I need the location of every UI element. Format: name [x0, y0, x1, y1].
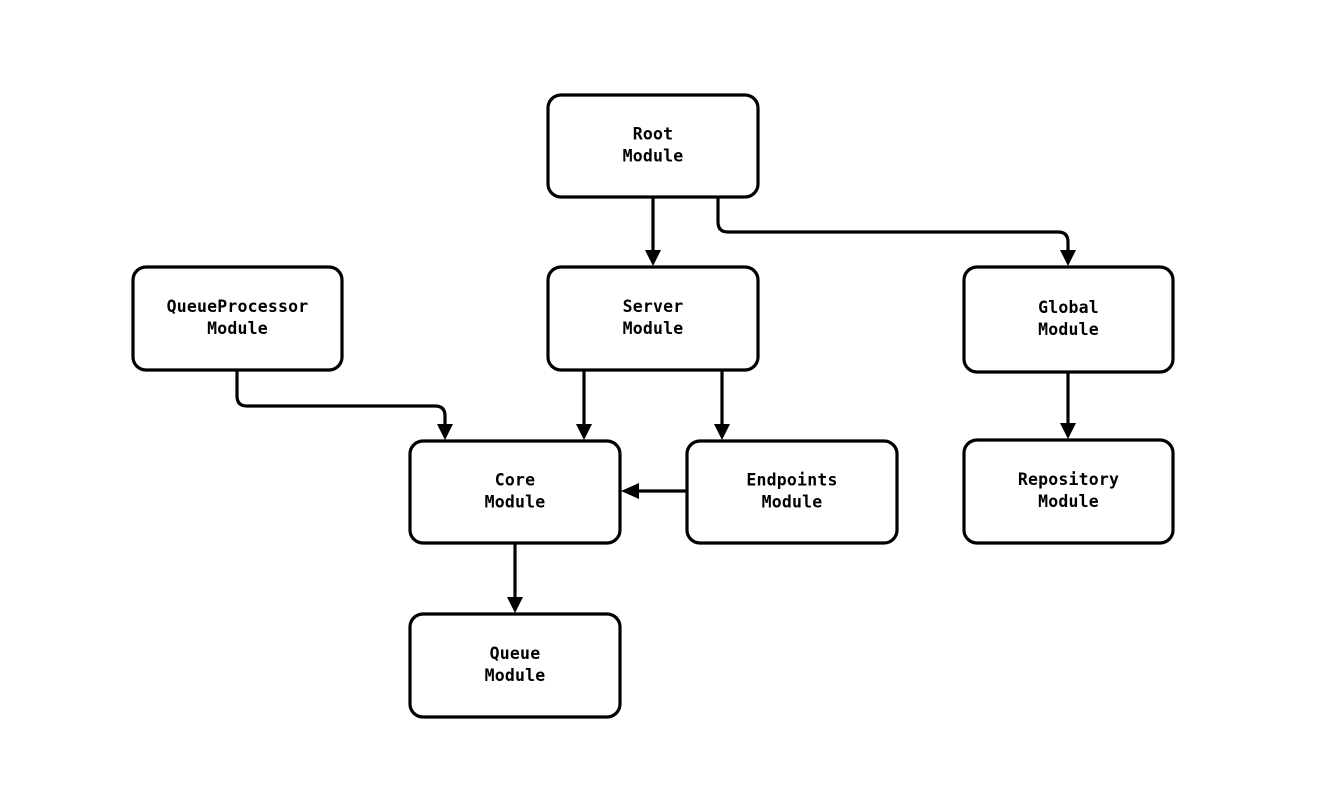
- node-label-repository-line2: Module: [1038, 492, 1099, 511]
- node-label-endpoints-line2: Module: [762, 493, 823, 512]
- node-label-global-line2: Module: [1038, 320, 1099, 339]
- edge-endpoints-to-core: [621, 483, 687, 499]
- node-label-queue-line2: Module: [485, 666, 546, 685]
- arrowhead-icon: [576, 424, 592, 440]
- arrowhead-icon: [621, 483, 639, 499]
- node-label-server-line2: Module: [623, 319, 684, 338]
- node-box-queueprocessor[interactable]: [131, 265, 344, 372]
- node-box-core[interactable]: [408, 439, 622, 545]
- edge-global-to-repository: [1060, 372, 1076, 439]
- node-label-queueprocessor-line1: QueueProcessor: [167, 297, 309, 316]
- nodes-layer: RootModuleQueueProcessorModuleServerModu…: [131, 93, 1175, 719]
- node-label-root-line1: Root: [633, 125, 674, 144]
- node-label-repository-line1: Repository: [1018, 470, 1119, 489]
- edge-line: [235, 370, 447, 426]
- arrowhead-icon: [645, 250, 661, 266]
- edge-root-to-global: [716, 197, 1076, 266]
- arrowhead-icon: [507, 597, 523, 613]
- arrowhead-icon: [437, 424, 453, 440]
- node-box-root[interactable]: [546, 93, 760, 199]
- edge-line: [716, 197, 1070, 252]
- node-label-root-line2: Module: [623, 147, 684, 166]
- node-label-core-line1: Core: [495, 471, 536, 490]
- node-box-queue[interactable]: [408, 612, 622, 719]
- arrowhead-icon: [1060, 250, 1076, 266]
- edges-layer: [235, 197, 1076, 613]
- node-label-global-line1: Global: [1038, 298, 1099, 317]
- edge-root-to-server: [645, 197, 661, 266]
- node-label-endpoints-line1: Endpoints: [746, 471, 837, 490]
- node-label-server-line1: Server: [623, 297, 684, 316]
- edge-server-to-core: [576, 370, 592, 440]
- node-box-endpoints[interactable]: [685, 439, 899, 545]
- arrowhead-icon: [714, 424, 730, 440]
- node-label-queue-line1: Queue: [490, 644, 541, 663]
- node-label-queueprocessor-line2: Module: [207, 319, 268, 338]
- edge-core-to-queue: [507, 543, 523, 613]
- edge-server-to-endpoints: [714, 370, 730, 440]
- node-box-global[interactable]: [962, 265, 1175, 374]
- node-box-repository[interactable]: [962, 438, 1175, 545]
- edge-queueprocessor-to-core: [235, 370, 453, 440]
- node-box-server[interactable]: [546, 265, 760, 372]
- node-label-core-line2: Module: [485, 493, 546, 512]
- arrowhead-icon: [1060, 423, 1076, 439]
